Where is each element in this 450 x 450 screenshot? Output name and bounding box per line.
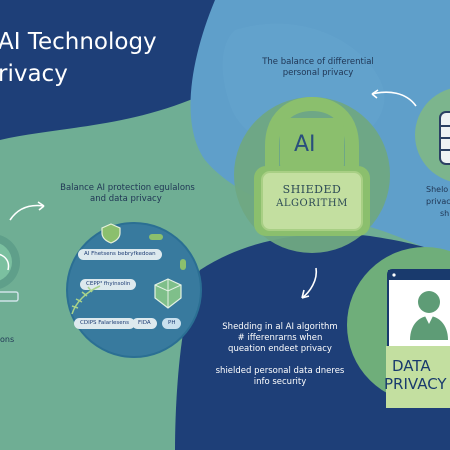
caption-mid-bottom-line-1: shielded personal data dneres (215, 366, 345, 376)
pill-1: AI Fhetsens bebryfkedoan (78, 249, 162, 260)
right-edge-line-3: sh (440, 209, 450, 218)
lock-plate: SHIEDED ALGORITHM (253, 169, 371, 233)
shield-icon (154, 278, 182, 309)
laurel-icon (71, 285, 101, 315)
lock-line-2: ALGORITHM (276, 198, 348, 209)
pill-2: CEPP³ fhyinsolin (80, 279, 137, 290)
right-edge-line-1: Shelo (426, 185, 449, 194)
caption-top-right: The balance of differential personal pri… (243, 57, 393, 79)
user-icon (410, 291, 448, 340)
page-title: AI Technology rivacy (0, 26, 157, 90)
caption-mid-bottom: shielded personal data dneres info secur… (205, 366, 355, 388)
caption-mid-lower: Shedding in al AI algorithm # ifferenrar… (205, 322, 355, 355)
data-privacy-label: DATA PRIVACY (384, 357, 450, 393)
left-edge-text: ons (0, 335, 15, 344)
caption-mid-bottom-line-2: info security (253, 377, 307, 387)
caption-left: Balance AI protection egulalons and data… (50, 183, 205, 205)
shield-icon (0, 253, 10, 271)
arrow-icon (9, 201, 45, 221)
shield-icon (101, 223, 121, 244)
caption-top-right-line-2: personal privacy (282, 68, 354, 78)
pill-4: FIDA (132, 318, 157, 329)
arrow-icon (301, 267, 318, 299)
pill-toggle (180, 259, 186, 270)
caption-top-right-line-1: The balance of differential (262, 57, 374, 67)
pill-3: CDIPS Falarlesens (74, 318, 135, 329)
data-privacy-line-2: PRIVACY (384, 375, 447, 393)
arrow-icon (371, 89, 417, 107)
caption-left-line-1: Balance AI protection egulalons (60, 183, 195, 193)
title-line-1: AI Technology (0, 29, 157, 55)
lock-ai-label: AI (294, 132, 316, 157)
caption-mid-lower-line-2: # ifferenrarns when (237, 333, 323, 343)
lock-line-1: SHIEDED (282, 183, 342, 196)
caption-mid-lower-line-3: queation endeet privacy (228, 344, 332, 354)
gear-icon (149, 234, 163, 240)
title-line-2: rivacy (0, 61, 68, 87)
right-edge-line-2: privac (426, 197, 450, 206)
pill-5: PH (162, 318, 182, 329)
data-privacy-line-1: DATA (392, 357, 431, 375)
caption-right-edge: Shelo privac sh (426, 184, 450, 220)
lock-icon (254, 96, 370, 236)
database-icon (439, 111, 450, 165)
caption-left-line-2: and data privacy (90, 194, 162, 204)
caption-mid-lower-line-1: Shedding in al AI algorithm (222, 322, 338, 332)
